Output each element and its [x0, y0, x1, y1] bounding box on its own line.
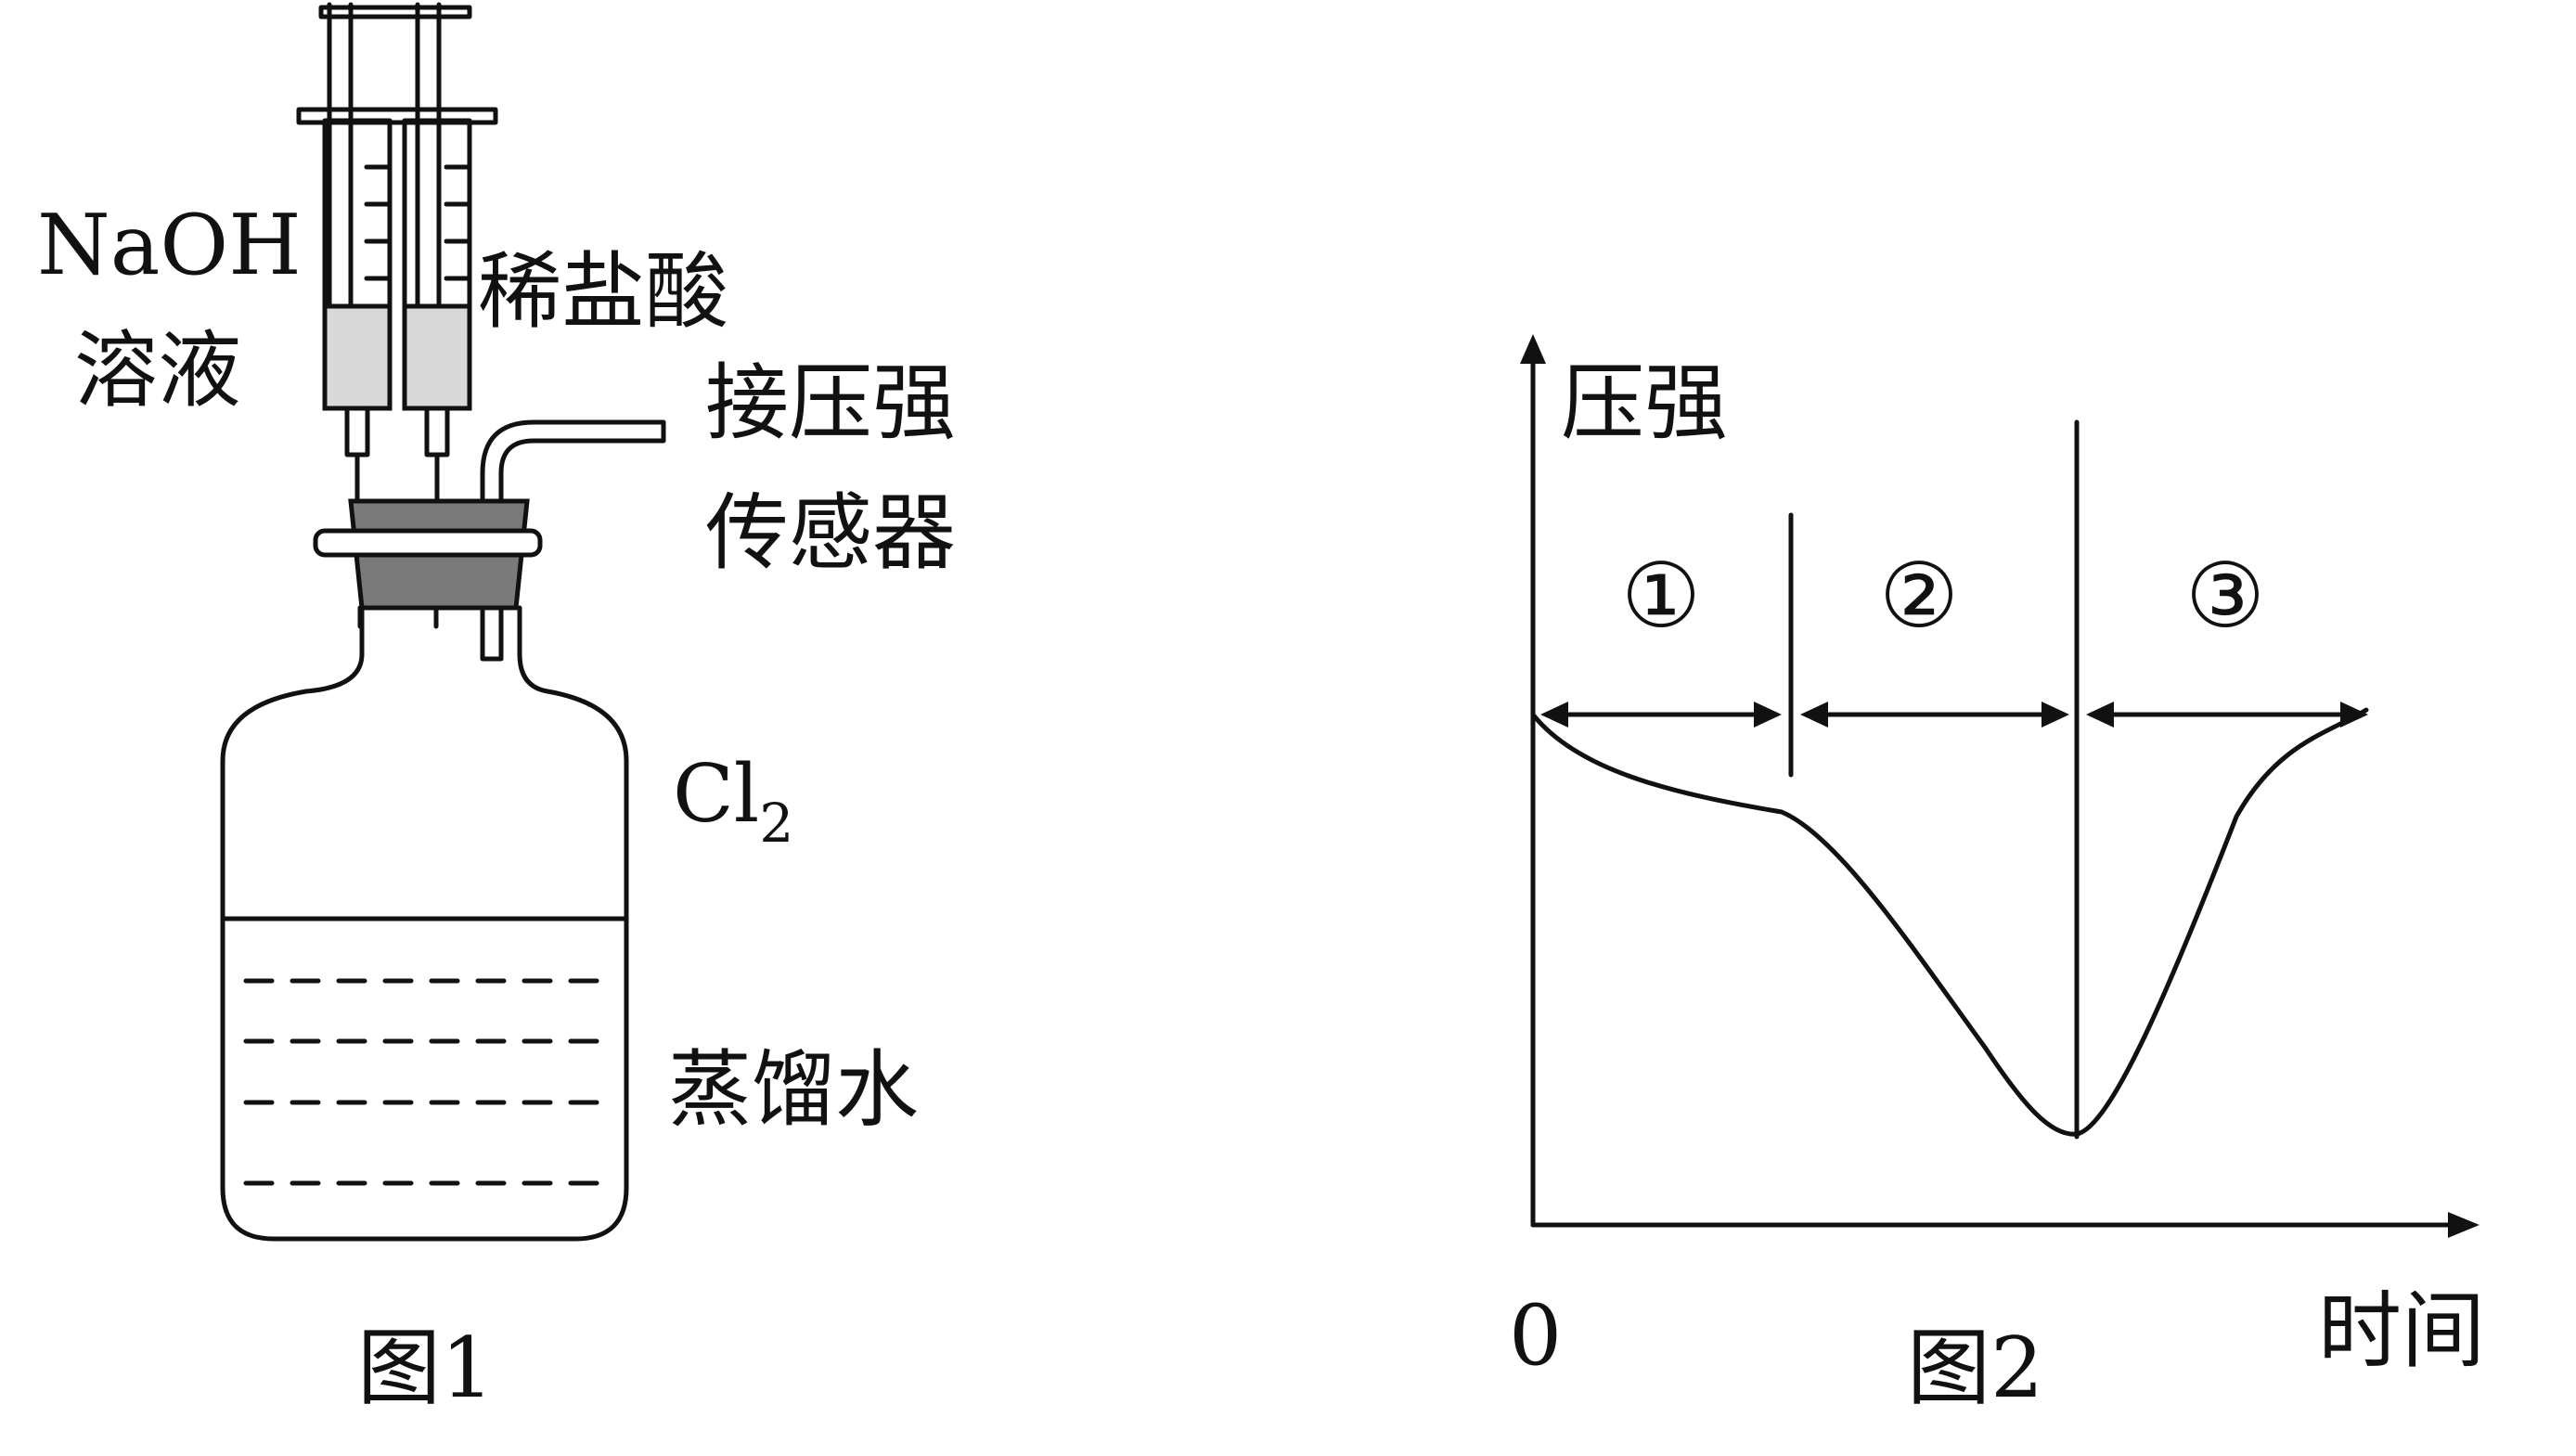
stage-label-3: ③	[2185, 544, 2265, 648]
naoh-solution-label: 溶液	[74, 322, 241, 419]
stage-label-1: ①	[1621, 544, 1701, 648]
gas-label-symbol: Cl	[673, 748, 759, 841]
syringe-hcl-liquid	[402, 303, 472, 411]
syringe-naoh-nozzle	[344, 406, 370, 457]
gas-label-subscript: 2	[759, 792, 793, 855]
x-axis-label: 时间	[2318, 1282, 2485, 1380]
figure1-apparatus: NaOH 溶液 稀盐酸 接压强 传感器 Cl2 蒸馏水 图1	[37, 2, 956, 1417]
syringe-hcl-nozzle	[424, 406, 450, 457]
x-axis-arrow	[2448, 1212, 2479, 1238]
stage-1-arrow	[1540, 702, 1782, 728]
y-axis-arrow	[1520, 334, 1546, 364]
water-label: 蒸馏水	[668, 1041, 919, 1139]
syringe-flange-bar	[296, 107, 498, 125]
syringe-naoh	[322, 2, 393, 504]
naoh-label: NaOH	[37, 197, 302, 294]
syringe-naoh-liquid	[322, 303, 393, 411]
y-axis-label: 压强	[1561, 354, 1728, 452]
syringe-hcl	[402, 2, 472, 504]
figure2-caption: 图2	[1907, 1320, 2043, 1417]
sensor-tube	[480, 419, 666, 662]
syringe-top-cap	[318, 5, 472, 19]
sensor-label-line2: 传感器	[705, 484, 956, 582]
stage-2-arrow	[1800, 702, 2069, 728]
gas-bottle	[220, 605, 629, 1242]
bottle-lip	[313, 528, 543, 558]
sensor-label-line1: 接压强	[705, 354, 956, 452]
gas-label: Cl2	[673, 748, 793, 855]
stage-label-2: ②	[1879, 544, 1959, 648]
figure2-chart: ① ② ③ 压强 时间 0 图2	[1509, 334, 2485, 1417]
figure1-caption: 图1	[357, 1320, 494, 1417]
origin-label: 0	[1509, 1287, 1562, 1385]
pressure-curve	[1530, 707, 2369, 1137]
hcl-label: 稀盐酸	[478, 243, 728, 341]
stage-3-arrow	[2086, 702, 2368, 728]
